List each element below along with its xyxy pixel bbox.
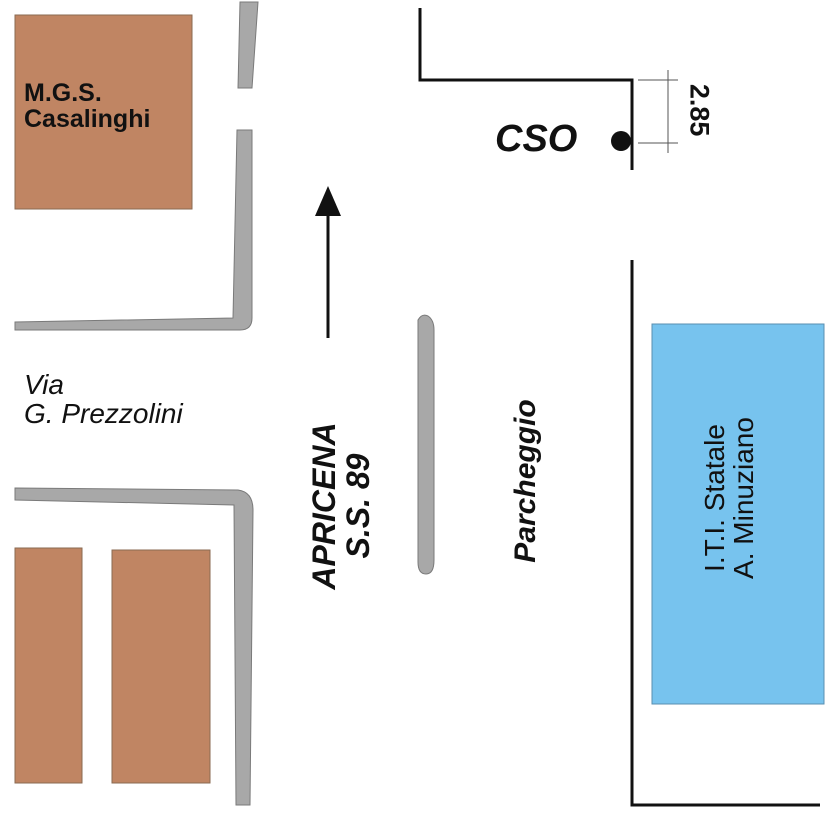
- boundary-bottom-right: [630, 260, 820, 807]
- building-iti-statale: [651, 323, 825, 705]
- street-label-via-line2: G. Prezzolini: [24, 398, 183, 430]
- dimension-label: 2.85: [684, 83, 715, 137]
- building-mgs-casalinghi: [14, 14, 193, 210]
- street-label-via: Via G. Prezzolini: [24, 370, 183, 429]
- building-label-school-line2: A. Minuziano: [728, 417, 760, 579]
- curb-left-upper-corner: [14, 129, 253, 331]
- point-label-cso: CSO: [495, 118, 578, 160]
- dimension-marker: [638, 70, 678, 153]
- location-dot-icon: [611, 131, 631, 151]
- street-label-parking: Parcheggio: [509, 399, 542, 563]
- street-label-main-road-line1: APRICENA: [306, 422, 342, 590]
- curb-left-lower-corner: [14, 487, 254, 806]
- building-bottom-middle: [111, 549, 211, 784]
- boundary-top-right: [418, 8, 634, 170]
- street-label-via-line1: Via: [24, 369, 64, 400]
- direction-arrow-icon: [315, 186, 341, 338]
- building-label-mgs-line2: Casalinghi: [24, 105, 151, 134]
- median-island: [417, 314, 435, 575]
- street-label-main-road-line2: S.S. 89: [339, 453, 376, 559]
- building-label-mgs: M.G.S. Casalinghi: [24, 80, 150, 133]
- building-label-school: I.T.I. Statale A. Minuziano: [699, 348, 776, 648]
- building-label-school-line1: I.T.I. Statale: [699, 424, 730, 572]
- building-label-mgs-line1: M.G.S.: [24, 79, 102, 107]
- curb-top-left: [237, 1, 259, 89]
- building-bottom-left: [14, 547, 83, 784]
- street-label-main-road: APRICENA S.S. 89: [306, 396, 388, 616]
